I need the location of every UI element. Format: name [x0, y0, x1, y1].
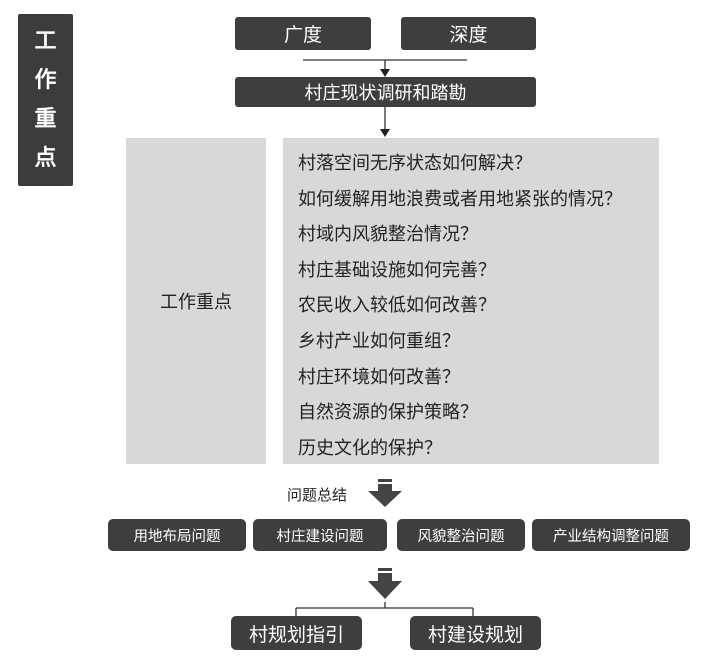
focus-label-panel: 工作重点	[126, 138, 266, 464]
summary-label: 问题总结	[287, 486, 348, 504]
question-item: 农民收入较低如何改善？	[298, 295, 496, 317]
issue-label: 产业结构调整问题	[553, 528, 669, 545]
issue-box: 村庄建设问题	[253, 519, 387, 551]
depth-label: 深度	[449, 24, 488, 46]
side-title-char: 工	[34, 28, 57, 54]
survey-label: 村庄现状调研和踏勘	[304, 83, 467, 104]
question-item: 村域内风貌整治情况？	[298, 224, 478, 246]
focus-label: 工作重点	[160, 292, 232, 313]
side-title-char: 作	[34, 67, 57, 93]
question-item: 如何缓解用地浪费或者用地紧张的情况？	[298, 188, 622, 210]
top-arrow-head	[380, 69, 390, 77]
question-item: 历史文化的保护？	[298, 437, 442, 459]
question-item: 村庄环境如何改善？	[298, 366, 460, 388]
issue-box: 产业结构调整问题	[532, 519, 690, 551]
output-label: 村建设规划	[427, 623, 523, 646]
output-box: 村建设规划	[410, 616, 541, 650]
breadth-box: 广度	[235, 17, 371, 50]
summary-arrow-icon	[368, 479, 402, 507]
issue-label: 用地布局问题	[133, 528, 221, 545]
question-item: 村庄基础设施如何完善？	[298, 259, 496, 281]
question-item: 村落空间无序状态如何解决？	[298, 153, 532, 174]
issue-label: 村庄建设问题	[276, 528, 364, 545]
questions-panel: 村落空间无序状态如何解决？ 如何缓解用地浪费或者用地紧张的情况？ 村域内风貌整治…	[283, 138, 659, 464]
output-label: 村规划指引	[248, 623, 344, 646]
output-arrow-icon	[368, 568, 402, 599]
depth-box: 深度	[401, 17, 536, 50]
issue-box: 风貌整治问题	[397, 519, 525, 551]
side-title-char: 点	[34, 145, 57, 171]
question-item: 自然资源的保护策略？	[298, 402, 478, 424]
side-title-block: 工 作 重 点	[18, 14, 73, 186]
side-title-char: 重	[34, 106, 57, 132]
survey-box: 村庄现状调研和踏勘	[235, 77, 536, 107]
issue-label: 风貌整治问题	[417, 528, 505, 545]
mid-arrow-head	[380, 129, 390, 137]
issue-box: 用地布局问题	[108, 519, 246, 551]
output-box: 村规划指引	[231, 616, 362, 650]
question-item: 乡村产业如何重组？	[298, 330, 460, 352]
breadth-label: 广度	[283, 24, 322, 46]
